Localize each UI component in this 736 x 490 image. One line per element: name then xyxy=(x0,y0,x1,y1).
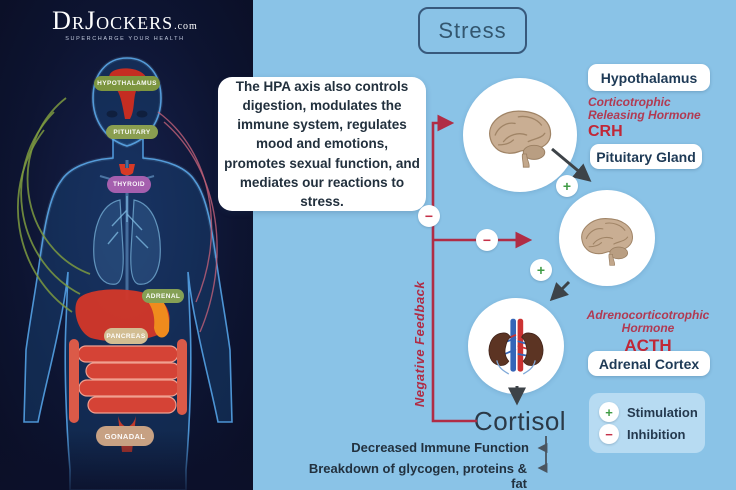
pituitary-label: Pituitary Gland xyxy=(596,148,696,165)
cortisol-label: Cortisol xyxy=(473,406,567,436)
adrenal-node xyxy=(468,298,564,394)
pituitary-label-pill: Pituitary Gland xyxy=(590,144,702,169)
acth-full-name: Adrenocorticotrophic Hormone xyxy=(586,308,710,335)
hpa-description-text: The HPA axis also controls digestion, mo… xyxy=(224,78,420,209)
effect-immune-function: Decreased Immune Function xyxy=(351,440,529,455)
connector-to-glycogen-breakdown xyxy=(537,448,548,473)
gland-label-pituitary: PITUITARY xyxy=(106,125,158,139)
pituitary-node xyxy=(559,190,655,286)
intestines-highlight xyxy=(69,339,187,452)
stimulation-sign-acth: + xyxy=(530,259,552,281)
body-xray-illustration xyxy=(0,0,253,490)
body-panel: DrJockers.com SUPERCHARGE YOUR HEALTH HY… xyxy=(0,0,253,490)
thyroid-highlight xyxy=(119,164,135,176)
connector-to-immune-function xyxy=(537,436,548,453)
gland-label-text: ADRENAL xyxy=(145,292,181,300)
feedback-line-to-hypothalamus xyxy=(431,114,477,423)
kidneys-icon xyxy=(488,318,544,375)
gland-label-adrenal: ADRENAL xyxy=(142,289,184,303)
stimulation-sign-crh: + xyxy=(556,175,578,197)
gland-label-text: PITUITARY xyxy=(113,128,151,136)
legend-row-inhibition: − Inhibition xyxy=(599,424,695,444)
inhibition-sign-pituitary: − xyxy=(476,229,498,251)
stress-title-box: Stress xyxy=(418,7,527,54)
inhibition-sign-hypothalamus: − xyxy=(418,205,440,227)
legend: + Stimulation − Inhibition xyxy=(589,393,705,453)
acth-hormone-block: Adrenocorticotrophic Hormone ACTH xyxy=(572,309,724,356)
energy-arcs xyxy=(17,97,91,313)
hypothalamus-label-pill: Hypothalamus xyxy=(588,64,710,91)
gland-label-text: GONADAL xyxy=(104,431,146,441)
meridian-curves xyxy=(157,111,218,333)
crh-full-name-line1: Corticotrophic xyxy=(588,95,671,109)
logo-domain-text: .com xyxy=(174,21,198,32)
legend-stimulation-label: Stimulation xyxy=(627,404,698,420)
hypothalamus-node xyxy=(463,78,577,192)
gland-label-text: PANCREAS xyxy=(106,332,146,340)
adrenal-label: Adrenal Cortex xyxy=(598,355,700,372)
crh-hormone-block: Corticotrophic Releasing Hormone CRH xyxy=(588,96,701,141)
logo-brand-text: DrJockers xyxy=(52,6,174,35)
hpa-description-box: The HPA axis also controls digestion, mo… xyxy=(218,77,426,211)
plus-icon: + xyxy=(599,402,619,422)
legend-row-stimulation: + Stimulation xyxy=(599,402,698,422)
logo-tagline: SUPERCHARGE YOUR HEALTH xyxy=(65,36,185,42)
brain-icon xyxy=(581,217,633,266)
effect-glycogen-breakdown: Breakdown of glycogen, proteins & fat xyxy=(308,461,527,490)
legend-inhibition-label: Inhibition xyxy=(627,426,686,442)
negative-feedback-label: Negative Feedback xyxy=(412,280,427,408)
gland-label-gonadal: GONADAL xyxy=(96,426,154,446)
arrow-pituitary-to-adrenal xyxy=(549,280,571,302)
gland-label-thyroid: THYROID xyxy=(107,176,151,193)
drjockers-logo: DrJockers.com SUPERCHARGE YOUR HEALTH xyxy=(50,6,200,43)
crh-full-name-line2: Releasing Hormone xyxy=(588,107,701,122)
gland-label-text: HYPOTHALAMUS xyxy=(97,80,157,87)
adrenal-label-pill: Adrenal Cortex xyxy=(588,351,710,376)
gland-label-text: THYROID xyxy=(112,181,146,188)
stress-title: Stress xyxy=(438,17,507,43)
minus-icon: − xyxy=(599,424,619,444)
gland-label-hypothalamus: HYPOTHALAMUS xyxy=(94,76,160,91)
crh-abbreviation: CRH xyxy=(588,123,623,141)
hypothalamus-label: Hypothalamus xyxy=(600,69,698,86)
acth-abbreviation: ACTH xyxy=(624,336,672,356)
gland-label-pancreas: PANCREAS xyxy=(104,328,148,344)
brain-icon xyxy=(489,110,552,168)
